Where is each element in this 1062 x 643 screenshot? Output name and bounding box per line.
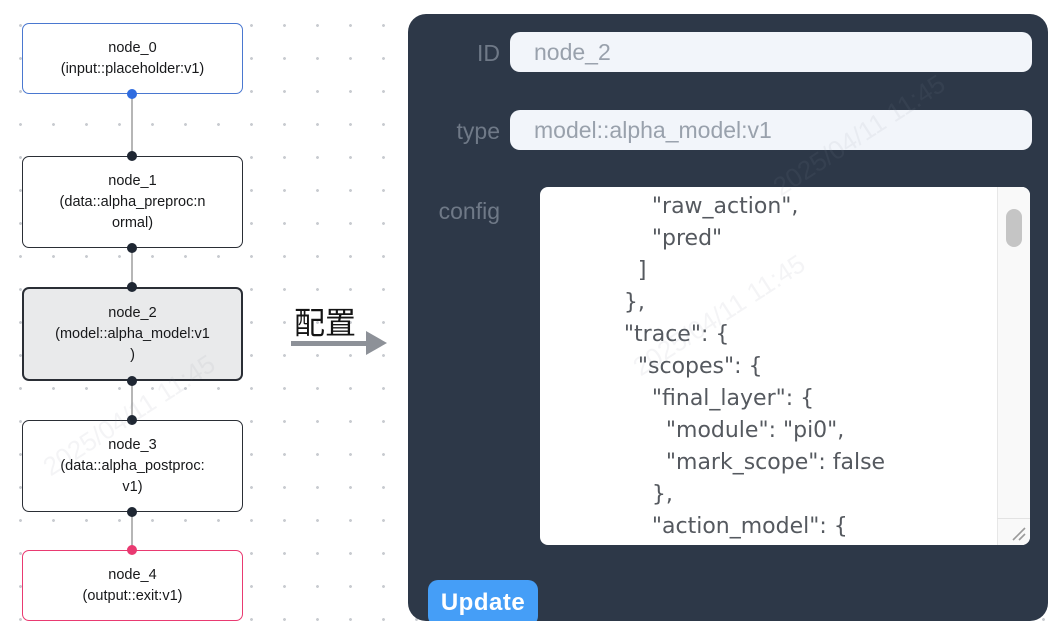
flow-node-node_2[interactable]: node_2(model::alpha_model:v1 ) [22, 287, 243, 381]
node-type-label: (data::alpha_postproc: v1) [60, 457, 205, 495]
port-dot[interactable] [127, 151, 137, 161]
node-type-label: (output::exit:v1) [82, 587, 183, 604]
node-title: node_3 [108, 436, 157, 453]
id-label: ID [477, 40, 500, 66]
type-input[interactable] [510, 110, 1032, 150]
port-dot[interactable] [127, 282, 137, 292]
flow-node-node_1[interactable]: node_1(data::alpha_preproc:n ormal) [22, 156, 243, 248]
config-scrollbar-thumb[interactable] [1006, 209, 1022, 247]
port-dot[interactable] [127, 507, 137, 517]
port-dot[interactable] [127, 415, 137, 425]
config-label: config [438, 198, 500, 224]
config-arrow-head-icon [366, 331, 387, 355]
config-arrow-label: 配置 [294, 306, 356, 341]
flow-node-node_3[interactable]: node_3(data::alpha_postproc: v1) [22, 420, 243, 512]
node-title: node_1 [108, 172, 157, 189]
id-input[interactable] [510, 32, 1032, 72]
config-textarea[interactable]: "raw_action", "pred" ] }, "trace": { "sc… [540, 187, 1030, 545]
node-title: node_0 [108, 39, 157, 56]
node-type-label: (data::alpha_preproc:n ormal) [59, 193, 206, 231]
port-dot[interactable] [127, 89, 137, 99]
node-type-label: (input::placeholder:v1) [60, 60, 205, 77]
config-arrow [291, 341, 368, 346]
port-dot[interactable] [127, 376, 137, 386]
port-dot[interactable] [127, 545, 137, 555]
config-editor: "raw_action", "pred" ] }, "trace": { "sc… [540, 187, 1030, 545]
node-type-label: (model::alpha_model:v1 ) [55, 325, 210, 363]
update-button[interactable]: Update [428, 580, 538, 621]
node-title: node_2 [108, 304, 157, 321]
type-label: type [456, 118, 500, 144]
port-dot[interactable] [127, 243, 137, 253]
node-title: node_4 [108, 566, 157, 583]
resize-handle-icon[interactable] [997, 518, 1030, 545]
config-scrollbar-track[interactable] [997, 187, 1030, 545]
flow-node-node_4[interactable]: node_4(output::exit:v1) [22, 550, 243, 621]
flow-node-node_0[interactable]: node_0(input::placeholder:v1) [22, 23, 243, 94]
properties-panel: ID type config "raw_action", "pred" ] },… [408, 14, 1048, 621]
